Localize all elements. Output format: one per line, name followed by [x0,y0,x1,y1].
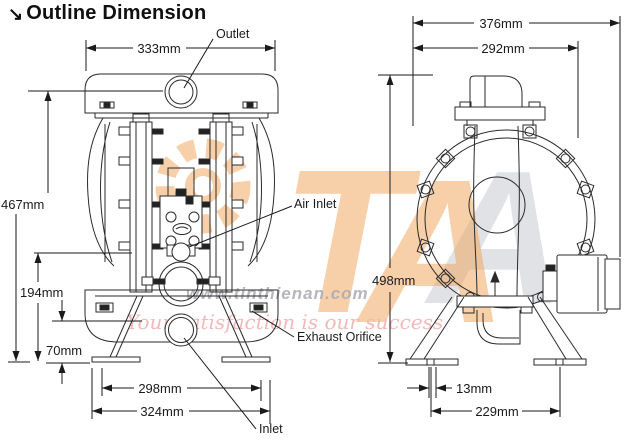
dim-front-overall-height: 467mm [1,90,163,363]
svg-text:498mm: 498mm [372,273,415,288]
dim-side-overall-height: 498mm [372,74,433,364]
svg-text:376mm: 376mm [479,16,522,31]
dim-side-foot-center-span: 229mm [430,367,561,419]
side-view-muffler [542,254,621,314]
dim-side-overall-width: 376mm [412,16,621,257]
svg-text:13mm: 13mm [456,381,492,396]
watermark-url: www.tinthienan.com [186,284,369,303]
label-inlet: Inlet [183,337,283,436]
svg-text:324mm: 324mm [140,404,183,419]
page-title: ↘ Outline Dimension [8,2,206,26]
side-view-dimensions: 376mm 292mm 498mm 13mm [372,16,621,419]
dim-front-inlet-height: 70mm [46,300,142,384]
side-view-pump-drawing [405,75,621,366]
front-view-pump-drawing [84,73,279,363]
svg-text:Inlet: Inlet [259,422,283,436]
dim-front-top-width: 333mm [85,40,276,71]
dim-front-air-inlet-height: 194mm [20,252,132,361]
svg-text:Exhaust Orifice: Exhaust Orifice [297,330,382,344]
svg-text:292mm: 292mm [481,41,524,56]
watermark-gear-icon [155,138,251,234]
dim-side-foot-plate-thickness: 13mm [407,367,492,398]
title-arrow-icon: ↘ [8,4,24,24]
dim-side-body-width: 292mm [413,41,579,138]
svg-text:333mm: 333mm [137,41,180,56]
label-air-inlet: Air Inlet [188,197,337,248]
svg-text:70mm: 70mm [46,343,82,358]
dim-front-inner-foot-span: 298mm [101,368,262,401]
svg-text:Outlet: Outlet [216,27,250,41]
label-exhaust-orifice: Exhaust Orifice [251,310,382,344]
svg-text:298mm: 298mm [138,381,181,396]
svg-text:Air Inlet: Air Inlet [294,197,337,211]
watermark-logo-letter-t: T [281,127,421,356]
svg-text:194mm: 194mm [20,285,63,300]
svg-text:467mm: 467mm [1,197,44,212]
dim-front-outer-foot-span: 324mm [91,368,271,424]
front-view-dimensions: 333mm Outlet 467mm 194mm [1,27,382,436]
label-outlet: Outlet [183,27,250,89]
svg-text:229mm: 229mm [475,404,518,419]
watermark-logo-letter-gray: A [424,132,565,344]
title-text: Outline Dimension [26,2,207,24]
front-view-bolts [118,126,244,251]
